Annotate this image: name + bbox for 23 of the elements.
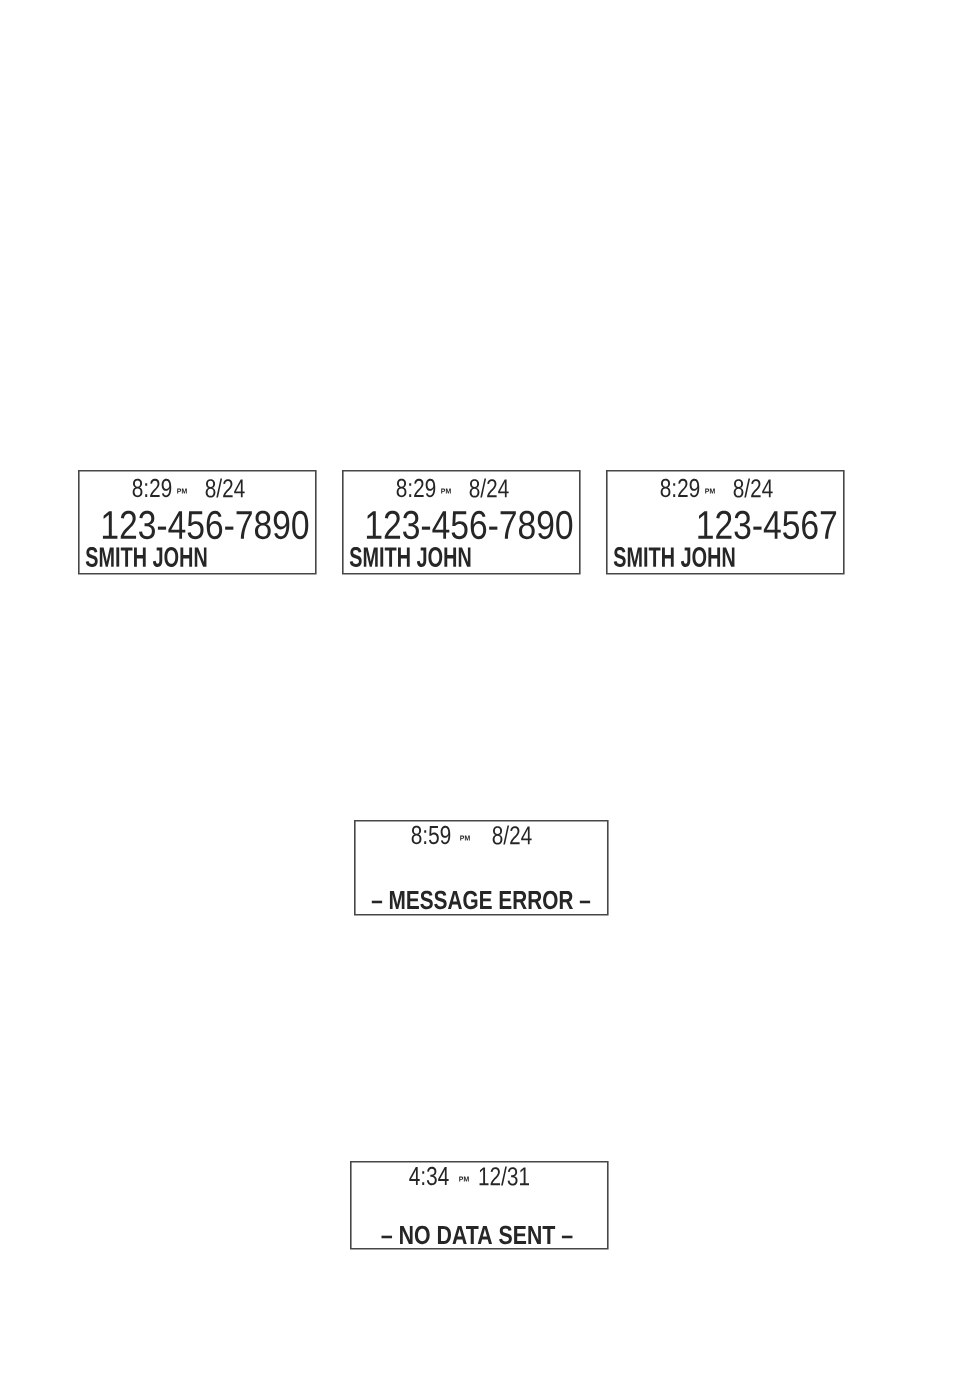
lcd-screen bbox=[606, 470, 845, 575]
date-text: 8/24 bbox=[205, 478, 245, 498]
lcd-screen bbox=[342, 470, 581, 575]
time-text: 8:59 bbox=[411, 825, 451, 845]
lcd-screen bbox=[78, 470, 317, 575]
caller-name: SMITH JOHN bbox=[349, 547, 471, 567]
time-text: 8:29 bbox=[396, 478, 436, 498]
date-text: 8/24 bbox=[492, 825, 532, 845]
phone-number: 123-456-7890 bbox=[102, 510, 309, 540]
date-text: 8/24 bbox=[733, 478, 773, 498]
caller-name: SMITH JOHN bbox=[613, 547, 735, 567]
date-text: 12/31 bbox=[479, 1166, 529, 1186]
date-text: 8/24 bbox=[469, 478, 509, 498]
status-message: – NO DATA SENT – bbox=[381, 1225, 573, 1245]
phone-number: 123-4567 bbox=[698, 510, 837, 540]
phone-number: 123-456-7890 bbox=[366, 510, 573, 540]
time-text: 8:29 bbox=[660, 478, 700, 498]
time-text: 4:34 bbox=[409, 1166, 449, 1186]
lcd-screen bbox=[350, 1161, 609, 1250]
time-text: 8:29 bbox=[132, 478, 172, 498]
status-message: – MESSAGE ERROR – bbox=[371, 890, 591, 910]
caller-name: SMITH JOHN bbox=[85, 547, 207, 567]
lcd-screen bbox=[354, 820, 609, 916]
